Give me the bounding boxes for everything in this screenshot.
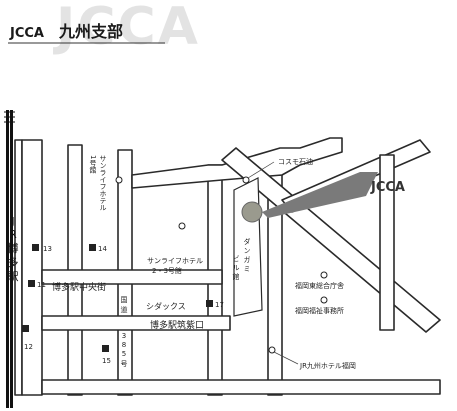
label-sunlife-1-building: 1号館	[89, 155, 97, 175]
railway	[4, 110, 15, 408]
label-daiwa-col2-c: 館	[232, 272, 240, 281]
station-label-eki: 駅	[8, 270, 19, 283]
label-fukuoka-fukushi: 福岡福祉事務所	[295, 306, 344, 315]
label-daiwa-col1-b: ン	[243, 247, 251, 254]
station-label-haka: 博	[8, 242, 19, 255]
label-route-go: 号	[121, 360, 128, 368]
label-sindax: シダックス	[146, 301, 186, 311]
exit-11-icon	[28, 280, 35, 287]
label-central-street: 博多駅中央街	[52, 281, 106, 293]
road-chikushi	[41, 315, 231, 331]
label-route-5: 5	[122, 350, 126, 358]
marker-fukuoka-fukushi	[320, 296, 328, 304]
exit-15-label: 15	[102, 357, 111, 365]
label-daiwa-col1-c: ガ	[243, 256, 251, 263]
header: JCCA JCCA 九州支部	[8, 0, 200, 57]
destination-marker	[241, 201, 263, 223]
header-watermark: JCCA	[53, 0, 200, 57]
marker-sunlife-23	[178, 222, 186, 230]
exit-14-label: 14	[98, 245, 107, 253]
station-label-j: J	[10, 215, 14, 228]
label-route-kuni: 国	[121, 296, 128, 304]
road-bottom	[41, 379, 441, 395]
exit-17-icon	[206, 300, 213, 307]
label-jr-hotel: JR九州ホテル福岡	[299, 361, 356, 370]
exit-15-icon	[102, 345, 109, 352]
marker-fukuoka-tosho	[320, 271, 328, 279]
road-network	[21, 137, 441, 396]
leader-cosmo	[247, 161, 275, 179]
label-sunlife-23-building: 2・3号館	[152, 266, 182, 275]
exit-11-label: 11	[37, 281, 46, 289]
header-branch: 九州支部	[58, 22, 123, 41]
exit-markers: 13 14 11 12 15 17	[22, 244, 224, 365]
jr-hakata-station: J R 博 多 駅	[8, 139, 23, 396]
jcca-destination: JCCA	[241, 172, 405, 223]
header-org: JCCA	[9, 26, 44, 41]
exit-13-label: 13	[43, 245, 52, 253]
exit-14-icon	[89, 244, 96, 251]
label-daiwa-col2-b: ル	[232, 264, 240, 271]
rail-bar-left	[6, 110, 9, 408]
label-chikushi-exit: 博多駅筑紫口	[150, 319, 204, 331]
exit-12-label: 12	[24, 343, 33, 351]
label-route-8: 8	[122, 341, 126, 349]
label-daiwa-col1-d: ミ	[243, 265, 251, 272]
label-daiwa-col1: ダ	[243, 237, 251, 245]
label-route-3: 3	[122, 332, 126, 340]
exit-12-icon	[22, 325, 29, 332]
station-label-ta: 多	[8, 255, 19, 269]
label-fukuoka-tosho: 福岡東総合庁舎	[295, 281, 344, 290]
landmark-markers	[115, 176, 328, 354]
road-right-v	[379, 154, 395, 331]
marker-sunlife-1	[115, 176, 123, 184]
label-daiwa-col2: ビ	[232, 255, 240, 262]
label-route-michi: 道	[121, 305, 128, 314]
destination-badge: JCCA	[370, 180, 405, 195]
exit-13-icon	[32, 244, 39, 251]
station-label-r: R	[9, 228, 17, 241]
map-labels: サンライフホテル 1号館 サンライフホテル 2・3号館 コスモ石油 ダ ン ガ …	[52, 155, 356, 370]
label-sunlife-23-name: サンライフホテル	[147, 257, 203, 265]
marker-cosmo	[242, 176, 250, 184]
leader-jr-hotel	[273, 351, 299, 365]
road-central-street	[41, 269, 223, 285]
destination-pointer	[262, 172, 378, 218]
marker-jr-hotel	[268, 346, 276, 354]
exit-17-label: 17	[215, 301, 224, 309]
rail-bar-right	[10, 110, 13, 408]
road-station-front	[21, 139, 43, 396]
label-cosmo: コスモ石油	[278, 157, 313, 166]
label-sunlife-1-name: サンライフホテル	[99, 155, 107, 211]
